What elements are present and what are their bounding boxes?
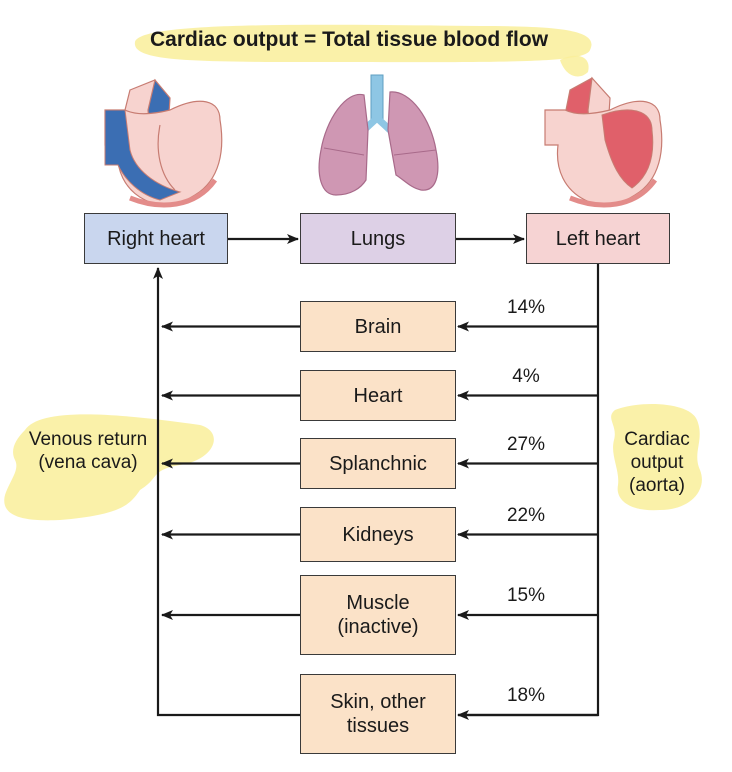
organ-box-4: Kidneys	[300, 507, 456, 562]
vena-cava-trunk-line	[153, 267, 300, 717]
venous-return-label: Venous return (vena cava)	[18, 428, 158, 474]
organ-percent: 14%	[506, 296, 546, 318]
aorta-highlight-stub	[560, 55, 589, 77]
organ-label: Brain	[354, 315, 402, 338]
organ-label: Heart	[353, 384, 403, 407]
cardiac-highlight	[611, 404, 702, 511]
aorta-trunk-line	[458, 264, 600, 717]
organ-percent: 4%	[512, 365, 540, 387]
organ-percent: 27%	[506, 433, 546, 455]
organ-percent: 22%	[506, 504, 546, 526]
organ-box-5: Muscle (inactive)	[300, 575, 456, 655]
venous-return-text: Venous return (vena cava)	[28, 429, 148, 473]
left-heart-box: Left heart	[526, 213, 670, 264]
right-heart-box: Right heart	[84, 213, 228, 264]
organ-box-2: Heart	[300, 370, 456, 421]
organ-label: Muscle (inactive)	[337, 592, 419, 638]
organ-label: Splanchnic	[329, 452, 427, 475]
lungs-label: Lungs	[350, 227, 406, 250]
cardiac-output-text: Cardiac output (aorta)	[624, 429, 690, 496]
organ-box-3: Splanchnic	[300, 438, 456, 489]
page-title: Cardiac output = Total tissue blood flow	[150, 28, 549, 51]
organ-percent: 18%	[506, 685, 546, 706]
organ-label: Kidneys	[342, 523, 414, 546]
cardiac-output-label: Cardiac output (aorta)	[612, 428, 702, 497]
right-heart-label: Right heart	[107, 227, 205, 250]
organ-box-6: Skin, other tissues	[300, 674, 456, 754]
organ-label: Skin, other tissues	[330, 691, 426, 737]
left-heart-label: Left heart	[555, 227, 641, 250]
title-highlight	[134, 24, 592, 63]
lungs-box: Lungs	[300, 213, 456, 264]
venous-highlight	[4, 414, 214, 521]
organ-percent: 15%	[506, 585, 546, 606]
organ-box-1: Brain	[300, 301, 456, 352]
